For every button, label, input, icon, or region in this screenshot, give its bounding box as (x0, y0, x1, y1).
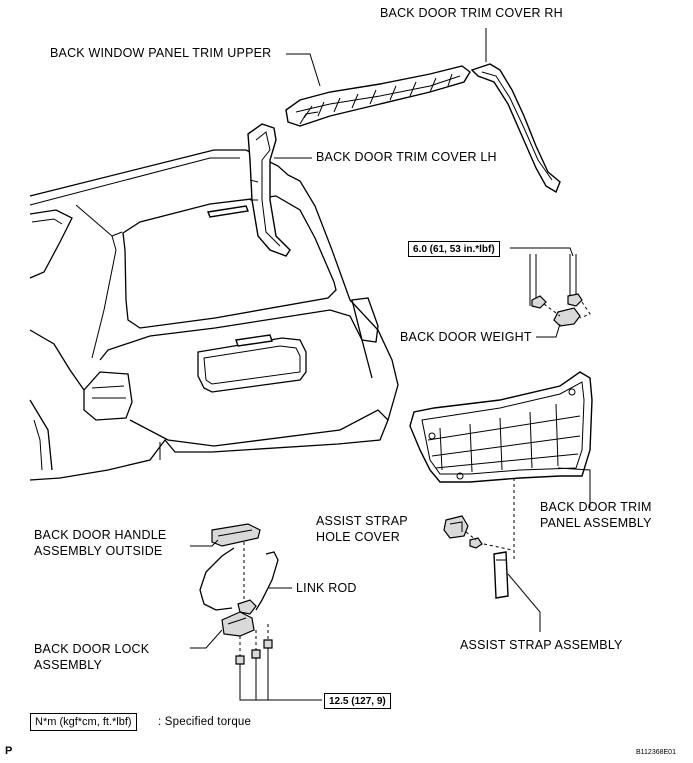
label-back-door-trim-cover-rh: BACK DOOR TRIM COVER RH (380, 6, 563, 20)
assist-strap-hole-cover-part (443, 515, 513, 551)
leader-handle (190, 539, 219, 547)
label-back-door-trim-cover-lh: BACK DOOR TRIM COVER LH (316, 150, 497, 164)
label-assist-strap-hole-cover-line1: ASSIST STRAP (316, 514, 408, 528)
leader-trim-panel (557, 467, 591, 508)
back-door-trim-panel-part (409, 371, 593, 483)
torque-box-lock: 12.5 (127, 9) (324, 693, 391, 709)
leader-weight (536, 323, 561, 338)
legend-description: : Specified torque (158, 716, 252, 728)
torque-box-weight: 6.0 (61, 53 in.*lbf) (408, 241, 500, 257)
vehicle-illustration (29, 149, 399, 481)
label-back-door-weight: BACK DOOR WEIGHT (400, 330, 532, 344)
figure-code: B112368E01 (636, 749, 676, 756)
back-door-handle-part (211, 523, 261, 547)
leader-lock (190, 629, 223, 649)
page-marker: P (5, 745, 13, 757)
back-door-weight-part (529, 254, 591, 327)
assist-strap-part (493, 551, 509, 599)
back-door-lock-part (221, 599, 257, 637)
label-back-door-handle-line1: BACK DOOR HANDLE (34, 528, 167, 542)
leader-window-trim (286, 53, 321, 87)
label-back-door-trim-panel-line1: BACK DOOR TRIM (540, 500, 652, 514)
leader-assist-strap (507, 573, 541, 632)
back-door-trim-cover-lh-part (247, 123, 291, 257)
lock-bolts (235, 624, 322, 701)
back-door-trim-cover-rh-part (470, 63, 561, 194)
leader-weight-torque (510, 247, 574, 257)
label-back-door-lock-line2: ASSEMBLY (34, 658, 103, 672)
label-link-rod: LINK ROD (296, 581, 357, 595)
label-assist-strap-assembly: ASSIST STRAP ASSEMBLY (460, 638, 623, 652)
link-rod-part (255, 551, 279, 611)
legend-unit-box: N*m (kgf*cm, ft.*lbf) (30, 713, 137, 731)
label-assist-strap-hole-cover-line2: HOLE COVER (316, 530, 400, 544)
label-back-door-trim-panel-line2: PANEL ASSEMBLY (540, 516, 652, 530)
label-back-door-handle-line2: ASSEMBLY OUTSIDE (34, 544, 163, 558)
label-back-window-panel-trim-upper: BACK WINDOW PANEL TRIM UPPER (50, 46, 272, 60)
label-back-door-lock-line1: BACK DOOR LOCK (34, 642, 150, 656)
back-window-panel-trim-upper-part (285, 65, 471, 127)
handle-cable (199, 547, 235, 611)
